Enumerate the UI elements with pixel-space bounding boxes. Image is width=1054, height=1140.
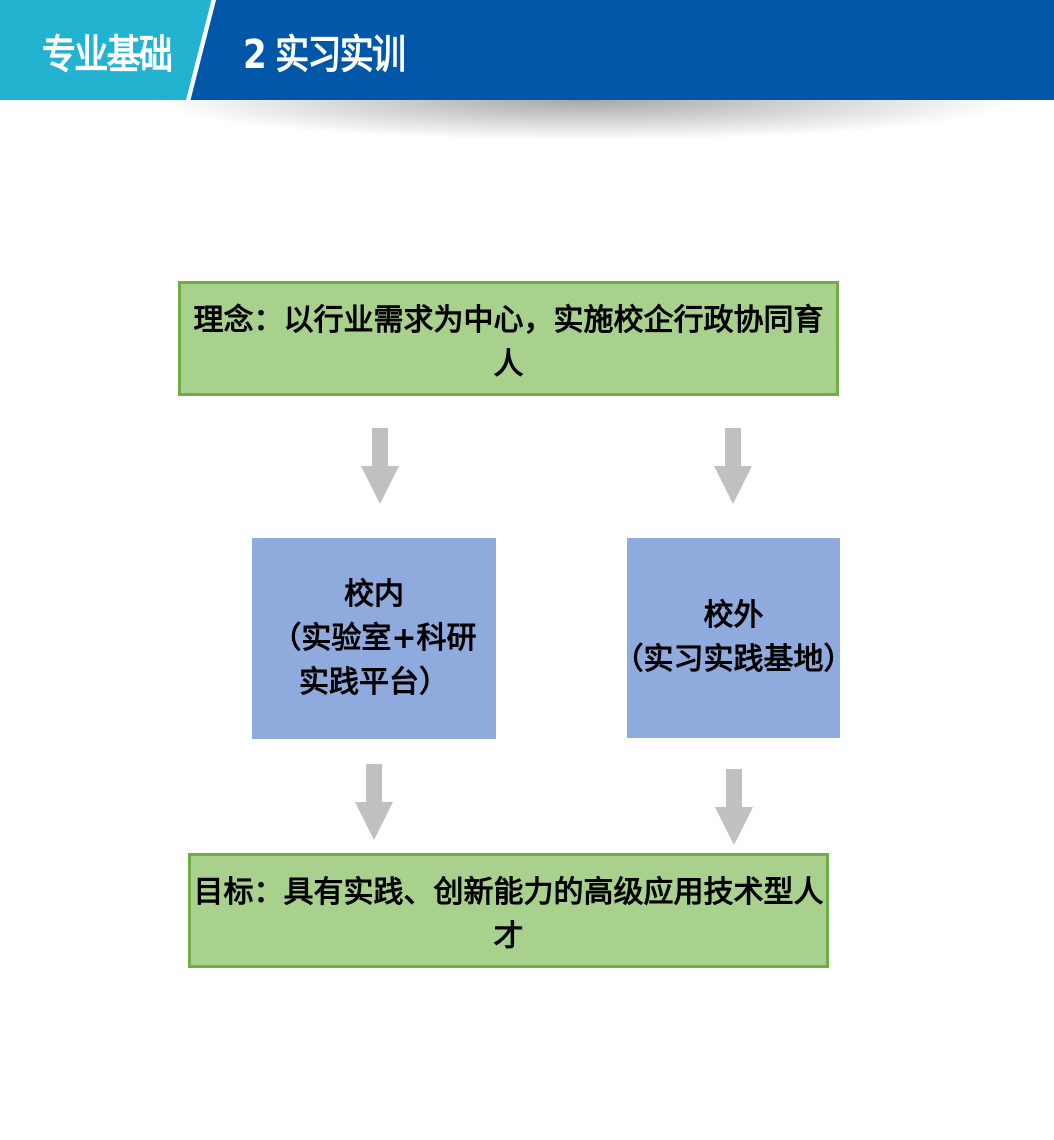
arrow-down-icon — [361, 428, 399, 504]
concept-box: 理念：以行业需求为中心，实施校企行政协同育人 — [178, 281, 839, 396]
concept-text: 理念：以行业需求为中心，实施校企行政协同育人 — [193, 302, 824, 382]
on-campus-title: 校内 — [344, 576, 404, 612]
goal-text: 目标：具有实践、创新能力的高级应用技术型人才 — [193, 874, 824, 954]
section-tab — [0, 0, 215, 100]
off-campus-title: 校外 — [703, 598, 764, 633]
section-label: 专业基础 — [42, 32, 173, 78]
arrow-down-icon — [355, 764, 393, 840]
page-title: 2 实习实训 — [243, 32, 406, 78]
on-campus-detail: （实验室+科研实践平台） — [271, 620, 477, 700]
on-campus-box: 校内 （实验室+科研实践平台） — [252, 538, 496, 739]
goal-box: 目标：具有实践、创新能力的高级应用技术型人才 — [188, 853, 829, 968]
off-campus-box: 校外 （实习实践基地） — [614, 538, 854, 738]
arrow-down-icon — [715, 769, 753, 845]
off-campus-detail: （实习实践基地） — [613, 642, 854, 677]
header-shadow — [150, 100, 1020, 190]
arrow-down-icon — [714, 428, 752, 504]
